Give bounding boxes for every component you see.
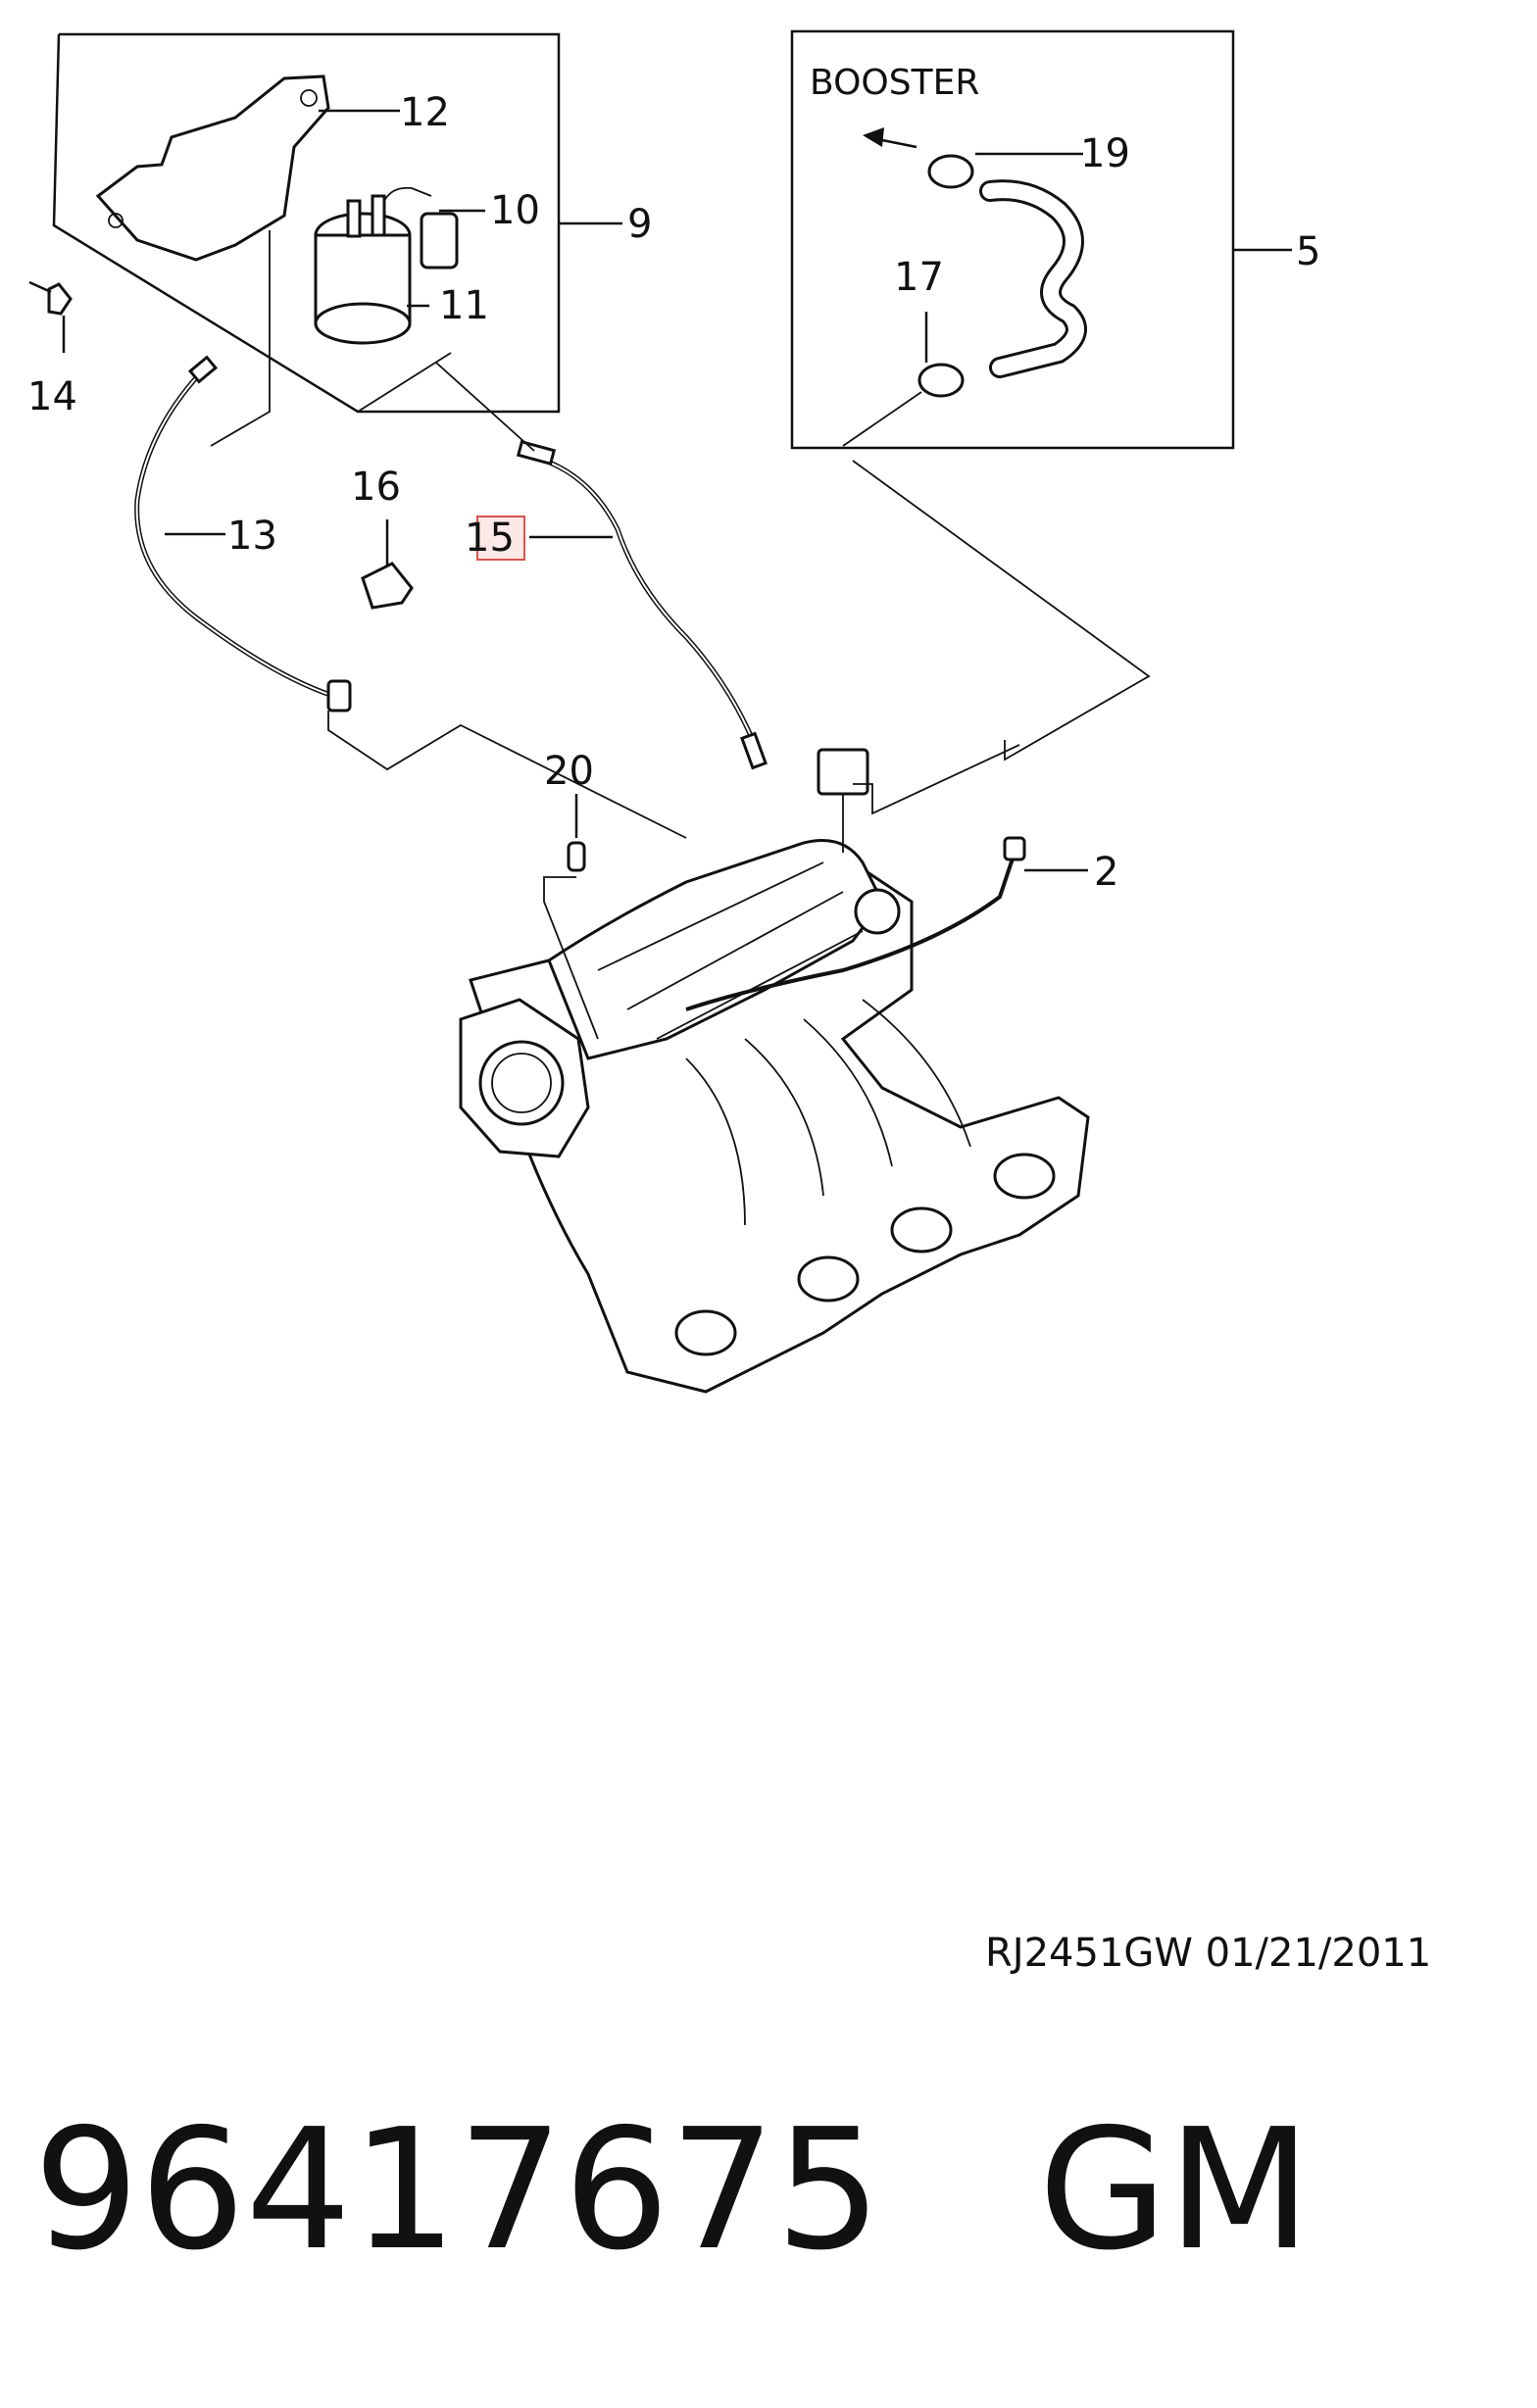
callout-2: 2 [1094, 850, 1118, 895]
hose-13 [134, 355, 687, 839]
washer-14 [28, 280, 73, 353]
callout-9: 9 [627, 202, 652, 247]
callout-19: 19 [1080, 131, 1130, 176]
intake-manifold [459, 744, 1090, 1394]
callout-17: 17 [894, 255, 944, 300]
hose-15 [435, 362, 768, 770]
callout-11: 11 [439, 283, 489, 328]
callout-14: 14 [27, 374, 77, 419]
callout-16: 16 [351, 465, 401, 510]
callout-15: 15 [465, 516, 515, 561]
reference-code: RJ2451GW 01/21/2011 [985, 1931, 1432, 1976]
callout-5: 5 [1296, 229, 1320, 274]
brand: GM [1038, 2093, 1312, 2287]
bracket-part [95, 74, 330, 262]
part-number: 96417675 [33, 2093, 882, 2287]
clamp-19 [927, 154, 974, 189]
booster-inset [790, 29, 1292, 762]
clamp-17 [917, 363, 965, 398]
callout-10: 10 [490, 188, 540, 233]
callout-15-highlight [476, 516, 525, 561]
callout-12: 12 [400, 90, 450, 135]
clip-16 [361, 519, 414, 610]
solenoid-part [420, 212, 459, 270]
callout-20: 20 [544, 749, 594, 794]
booster-label: BOOSTER [810, 63, 979, 103]
callout-13: 13 [227, 514, 277, 559]
canister-inset [52, 32, 622, 447]
